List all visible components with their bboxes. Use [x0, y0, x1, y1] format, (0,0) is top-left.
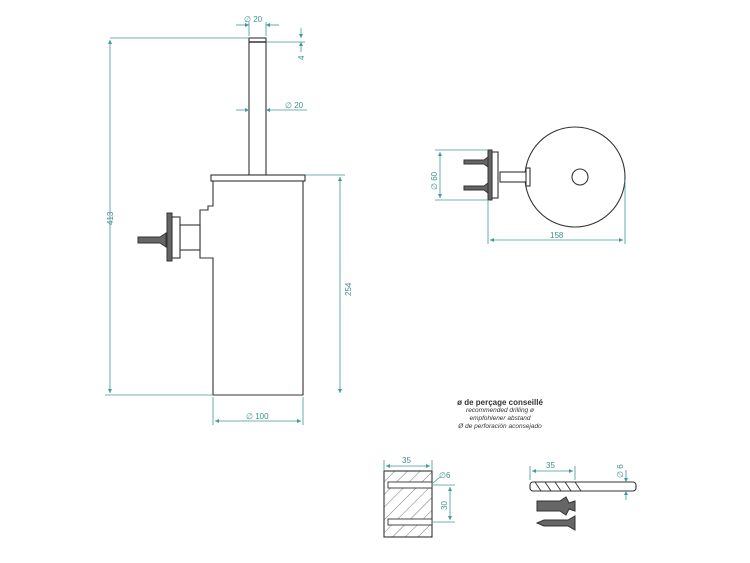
wall-section: 35 ∅6 30: [383, 456, 455, 538]
wall-bracket: [137, 212, 201, 262]
dim-container-diameter: ∅ 100: [246, 412, 269, 421]
dim-container-height: 254: [344, 282, 353, 296]
dim-top-diameter: ∅ 20: [244, 15, 263, 24]
dim-rosette-diameter: ∅ 60: [430, 171, 439, 190]
dim-depth: 158: [550, 231, 564, 240]
dim-hole-diameter: ∅6: [439, 471, 451, 480]
wall-plug: [536, 496, 576, 516]
drilling-note: ø de perçage conseillé recommended drill…: [400, 399, 600, 431]
note-spanish: Ø de perforación aconsejado: [458, 423, 542, 430]
dim-stem-diameter: ∅ 20: [285, 101, 304, 110]
dim-cap-height: 4: [297, 55, 306, 60]
top-view: ∅ 60 158: [430, 126, 626, 244]
note-title: ø de perçage conseillé: [457, 398, 543, 407]
brush-handle: [248, 37, 267, 176]
dim-drill-depth: 35: [546, 461, 555, 470]
front-view: 413 ∅ 20 4 ∅ 20 254 ∅ 100: [105, 15, 353, 425]
container: [199, 174, 306, 396]
dim-wall-depth: 35: [402, 456, 411, 465]
screw: [535, 515, 576, 531]
dim-hole-spacing: 30: [440, 501, 449, 510]
dim-drill-diameter: ∅ 6: [616, 464, 625, 478]
dim-total-height: 413: [106, 211, 115, 225]
note-english: recommended drilling ø: [466, 407, 534, 414]
drill-bit: 35 ∅ 6: [529, 461, 637, 500]
note-german: empfohlener abstand: [469, 415, 531, 422]
